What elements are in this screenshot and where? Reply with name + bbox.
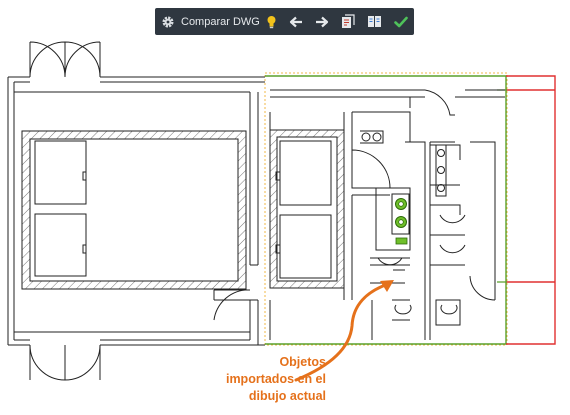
compare-sheets-icon <box>367 15 381 28</box>
compare-sheets-button[interactable] <box>367 8 382 35</box>
wall-outline <box>7 76 265 346</box>
restroom-walls <box>352 97 496 340</box>
previous-change-button[interactable] <box>289 8 303 35</box>
wall-vertical <box>249 92 259 345</box>
accept-button[interactable] <box>394 8 408 35</box>
hint-button[interactable] <box>266 8 277 35</box>
callout-line-1: Objetos <box>279 355 326 369</box>
elevator-2 <box>34 213 87 277</box>
stalls-right <box>430 144 466 266</box>
callout-arrow <box>294 282 390 382</box>
imported-objects-callout: Objetos importados en el dibujo actual <box>176 354 326 405</box>
stalls-left <box>370 257 410 340</box>
callout-line-3: dibujo actual <box>248 389 326 403</box>
door-bottom-left <box>29 344 101 381</box>
arrow-right-icon <box>315 16 328 27</box>
callout-arrowhead <box>380 280 394 292</box>
elevator-4 <box>279 214 332 279</box>
elevator-1 <box>34 140 87 205</box>
lightbulb-icon <box>267 15 276 28</box>
wall-corridor <box>269 89 505 340</box>
wall-top <box>14 81 265 341</box>
gear-icon <box>162 16 174 27</box>
callout-line-2: importados en el <box>225 372 326 386</box>
removed-objects-outline <box>506 75 556 345</box>
checkmark-icon <box>394 16 408 27</box>
next-change-button[interactable] <box>315 8 329 35</box>
toolbar-title: Comparar DWG <box>181 15 260 28</box>
compare-highlight-box <box>264 72 508 346</box>
import-objects-icon <box>341 14 355 28</box>
import-objects-button[interactable] <box>341 8 355 35</box>
added-objects-outline <box>265 75 507 345</box>
imported-objects[interactable] <box>391 193 410 245</box>
arrow-left-icon <box>289 16 302 27</box>
elevator-3 <box>279 140 332 206</box>
door-top-left <box>29 41 101 78</box>
compare-dwg-toolbar: Comparar DWG <box>155 8 414 35</box>
settings-button[interactable] <box>161 8 175 35</box>
